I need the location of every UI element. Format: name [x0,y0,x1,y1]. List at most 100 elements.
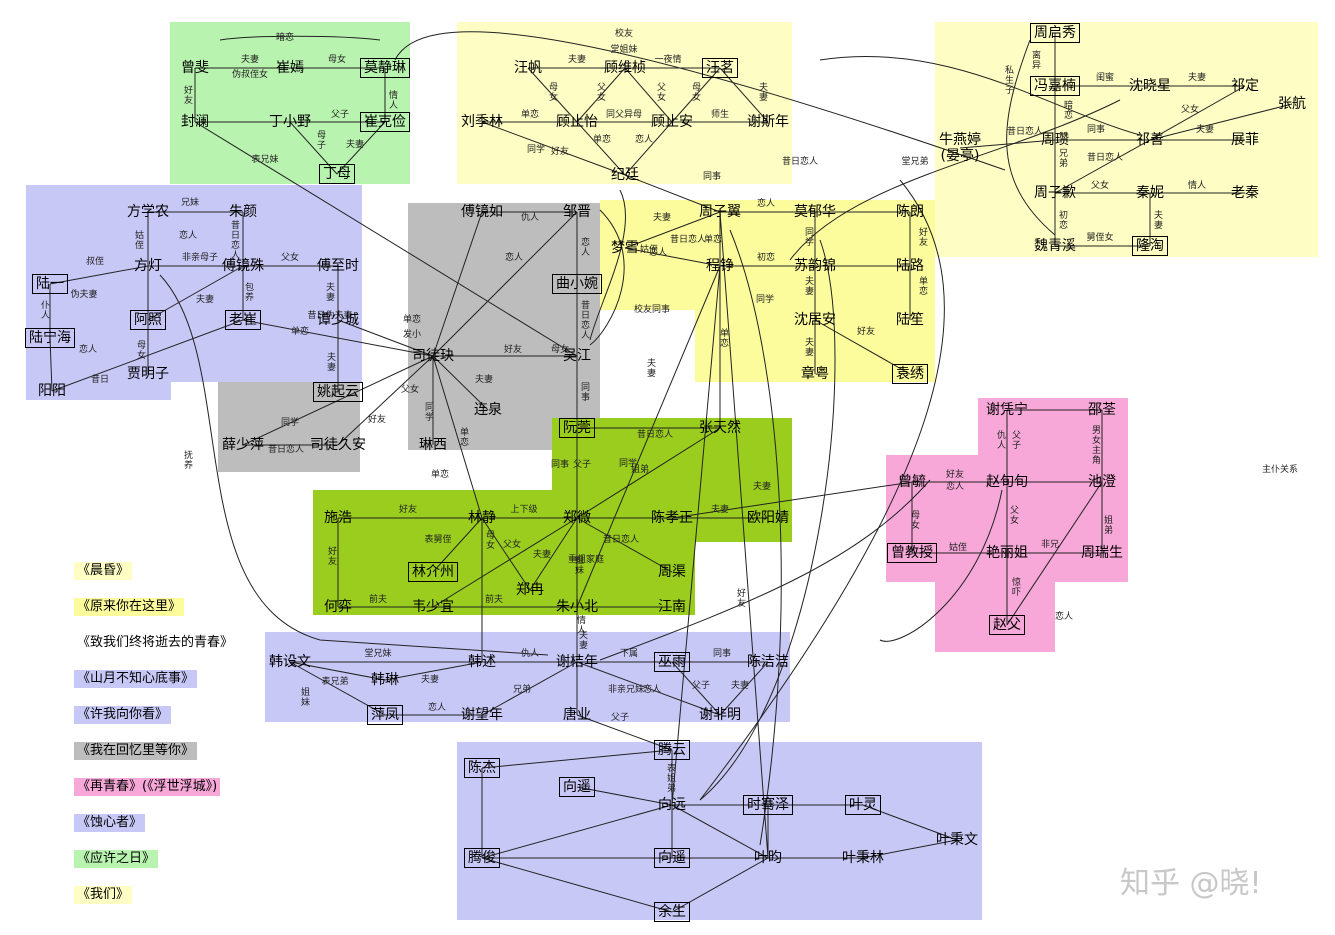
character-dxy: 丁小野 [269,114,311,130]
relation-line [481,661,578,716]
relation-label: 夫妻 [652,213,672,223]
character-nyt: 牛燕婷 (晏亭) [939,132,981,164]
relation-line [49,337,53,392]
relation-label: 单恋 [917,276,927,296]
character-xsn: 谢斯年 [747,114,789,130]
legend-item: 《晨昏》 [74,562,133,580]
story-region-12 [552,490,692,615]
relation-label: 初恋 [1057,210,1067,230]
character-wf: 汪帆 [514,60,542,76]
relation-label: 姐弟 [630,465,650,475]
relation-label: 昔日恋人 [636,430,674,440]
relation-label: 好友 [182,85,192,105]
story-region-1 [457,22,792,184]
character-lix: 琳西 [419,437,447,453]
character-xsp: 薛少萍 [222,437,264,453]
character-fjr: 傅镜如 [461,204,503,220]
relation-label: 堂姐妹 [610,45,638,55]
relation-label: 仇人 [520,649,540,659]
relation-label: 单恋 [402,315,422,325]
character-fjn: 冯嘉楠 [1030,76,1080,96]
character-ybl: 叶秉林 [842,850,884,866]
legend-item: 《再青春》(《浮世浮城》) [74,778,221,796]
relation-label: 夫妻 [240,55,260,65]
character-cz: 程铮 [706,258,734,274]
legend-item: 《应许之日》 [74,850,159,868]
character-tyun: 腾云 [654,740,690,760]
relation-label: 夫妻 [803,337,813,357]
legend-item: 《山月不知心底事》 [74,670,198,688]
relation-label: 昔日恋人 [229,220,239,260]
relation-label: 表姐弟 [665,763,675,793]
legend-item: 《许我向你看》 [74,706,172,724]
relation-label: 夫妻 [532,550,552,560]
relation-label: 发小 [402,330,422,340]
character-lq: 老秦 [1231,185,1259,201]
relation-label: 恋人 [1054,612,1074,622]
character-yx: 袁绣 [892,364,928,384]
relation-line [432,211,483,357]
relation-label: 堂兄弟 [901,157,929,167]
character-yy: 阳阳 [38,383,66,399]
relation-line [242,355,434,446]
character-xpn: 谢凭宁 [986,402,1028,418]
character-shz: 时骞泽 [743,795,793,815]
character-ys: 余生 [654,902,690,922]
relation-line [862,804,958,841]
relation-label: 母女 [909,510,919,530]
character-qs: 祁善 [1136,132,1164,148]
relation-label: 惊吓 [1010,577,1020,597]
relation-label: 夫妻 [567,55,587,65]
character-zfu: 赵父 [989,615,1025,635]
character-zr: 郑冉 [516,582,544,598]
character-tj: 腾俊 [464,848,500,868]
relation-line [576,265,721,608]
relation-line [576,661,721,716]
relation-label: 好友 [326,546,336,566]
relation-label: 好友 [367,415,387,425]
relation-label: 昔日恋人 [669,235,707,245]
character-cy: 崔嫣 [276,60,304,76]
character-tsc: 谭少城 [317,312,359,328]
relation-label: 闺蜜 [1095,73,1115,83]
relation-curve [1006,39,1056,236]
relation-label: 父女 [400,385,420,395]
relation-label: 情人 [575,615,585,635]
relation-label: 母女 [484,530,494,550]
relation-label: 夫妻 [645,358,655,378]
relation-line [1149,85,1246,141]
character-dm: 丁母 [319,164,355,184]
relation-line [719,211,769,859]
relation-label: 昔日伪夫妻 [307,311,353,321]
relation-label: 主仆关系 [1261,465,1299,475]
story-region-0 [170,22,410,184]
relation-line [289,661,386,681]
character-zzy: 周子翼 [699,204,741,220]
relation-label: 母女 [135,340,145,360]
relation-label: 好友 [856,327,876,337]
relation-label: 校友 [614,29,634,39]
relation-label: 单恋 [458,427,468,447]
character-zxb: 朱小北 [556,599,598,615]
relation-label: 昔日恋人 [267,445,305,455]
character-lj: 林静 [468,510,496,526]
relation-label: 夫妻 [420,675,440,685]
relation-label: 母女 [547,82,557,102]
character-mjl: 莫静琳 [360,58,410,78]
character-llu: 陆路 [896,258,924,274]
relation-label: 校友同事 [633,305,671,315]
character-cy2: 曾毓 [898,474,926,490]
relation-label: 好友 [398,505,418,515]
character-xwn: 谢望年 [461,707,503,723]
relation-label: 前夫 [484,595,504,605]
character-ly: 陆一 [32,274,68,294]
relation-label: 夫妻 [577,630,587,650]
character-xy: 向远 [658,797,686,813]
relation-label: 兄弟 [1057,148,1067,168]
character-zy: 朱颜 [229,204,257,220]
relation-label: 恋人 [634,135,654,145]
relation-curve [789,99,1121,261]
relation-label: 表舅侄 [424,535,452,545]
